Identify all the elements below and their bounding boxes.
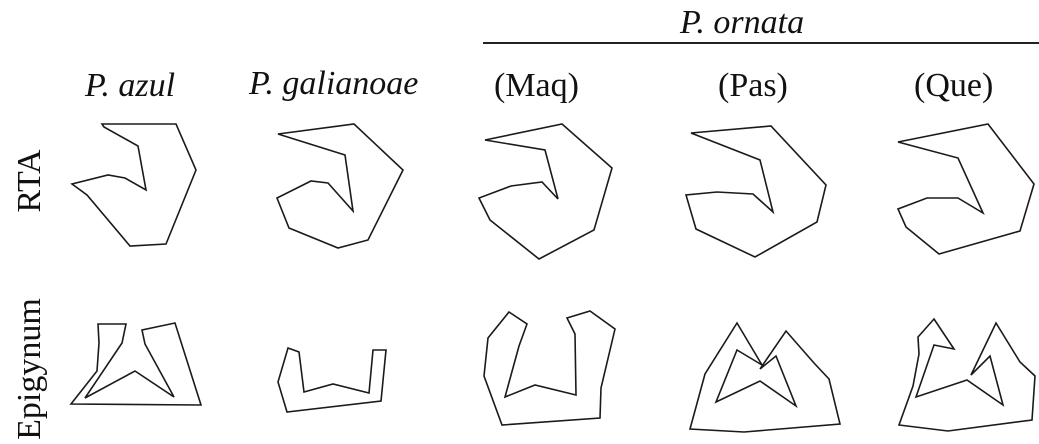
rta-outline-p-galianoae	[277, 124, 403, 248]
rta-outline-que	[898, 124, 1034, 254]
rta-outline-maq	[479, 124, 612, 259]
epigynum-outline-que	[899, 319, 1035, 431]
epigynum-outline-p-azul	[71, 323, 201, 405]
rta-outline-p-azul	[72, 124, 196, 246]
epigynum-outline-p-galianoae	[278, 348, 386, 412]
epigynum-outline-maq	[484, 311, 615, 425]
epigynum-outline-pas	[690, 323, 840, 432]
rta-outline-pas	[686, 126, 826, 257]
